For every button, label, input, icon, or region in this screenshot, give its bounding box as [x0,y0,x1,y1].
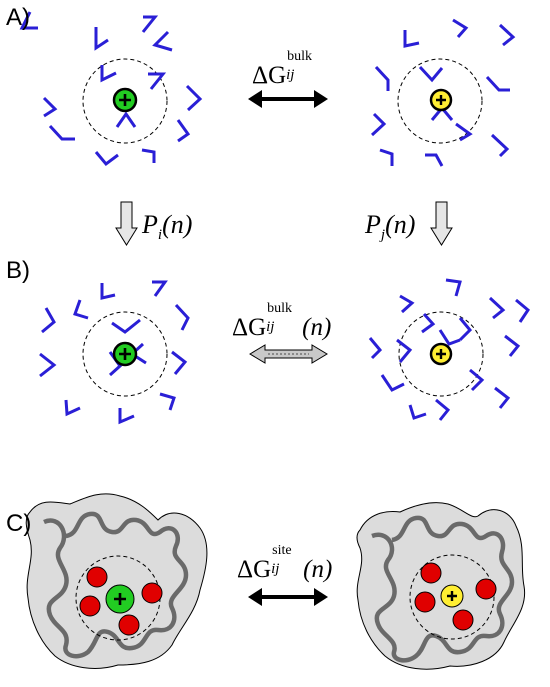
eq-b-sub: ij [266,319,275,335]
solvation-shell-j [397,58,483,144]
eq-b-arg: (n) [302,314,332,341]
ion-i-c [105,584,135,614]
protein-body-right [356,502,526,670]
panel-c [25,493,526,670]
eq-pi-arg: (n) [162,210,193,239]
ion-j-a [429,88,453,112]
panel-label-a: A) [6,4,30,31]
solvation-shell-j-b [398,311,484,397]
ion-j-b [429,342,453,366]
solvent-molecules-a-left [19,11,203,167]
eq-a-symbol: ΔG [252,62,287,89]
panel-b [39,278,530,425]
ion-i-a [112,87,138,113]
equation-p-j: Pj(n) [365,210,416,243]
eq-c-sup: site [272,543,292,558]
eq-c-sub: ij [271,561,280,577]
eq-b-sup: bulk [267,301,293,316]
eq-pj-sub: j [380,227,386,243]
eq-c-arg: (n) [303,556,333,583]
eq-pi-symbol: P [142,210,158,239]
eq-pj-symbol: P [365,210,381,239]
eq-a-sup: bulk [287,49,313,64]
ion-j-c [440,584,464,608]
eq-c-symbol: ΔG [237,556,272,583]
protein-chain-right [371,515,515,663]
eq-b-symbol: ΔG [232,314,267,341]
site-ligands-left [79,566,163,636]
transfer-arrow-j [430,201,453,246]
solvation-shell-i-b [82,311,168,397]
protein-body-left [25,493,208,669]
panel-a [19,11,516,167]
protein-chain-left [43,511,189,659]
binding-site-right [409,554,495,640]
solvation-shell-i [82,58,168,144]
site-ligands-right [414,562,497,631]
exchange-arrow-a [248,90,328,108]
solvent-molecules-b-right [368,278,530,421]
panel-label-b: B) [6,257,30,284]
panel-label-c: C) [6,510,32,537]
transfer-arrow-i [115,201,138,246]
eq-pj-arg: (n) [385,210,416,239]
ion-i-b [112,341,138,367]
exchange-arrow-b [249,344,328,364]
eq-pi-sub: i [157,227,163,243]
equation-p-i: Pi(n) [142,210,193,243]
eq-a-sub: ij [286,67,295,83]
exchange-arrow-c [248,588,328,606]
